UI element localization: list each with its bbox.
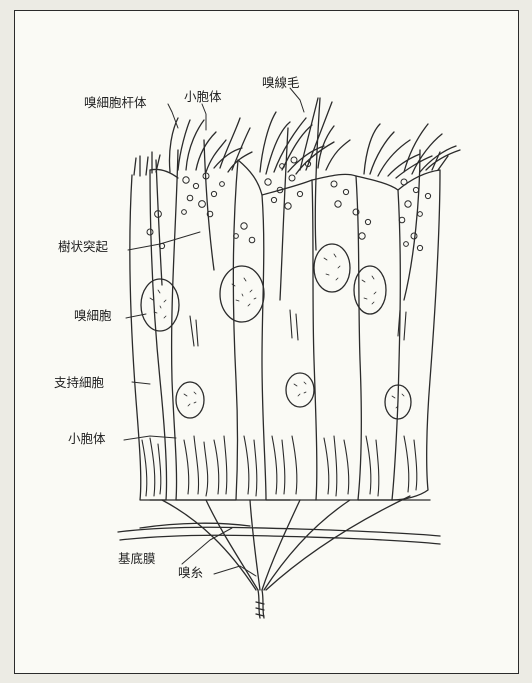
nerve-fibers xyxy=(162,496,410,618)
basement-membrane xyxy=(118,523,440,544)
label-small-granule-bottom: 小胞体 xyxy=(68,432,106,446)
cytoplasm-strands xyxy=(142,310,417,496)
label-basement-membrane: 基底膜 xyxy=(118,552,156,566)
cilia-tufts xyxy=(134,98,460,178)
label-olfactory-cilia: 嗅線毛 xyxy=(262,76,300,90)
label-olfactory-nerve: 嗅糸 xyxy=(178,566,203,580)
label-supporting-cell: 支持細胞 xyxy=(54,376,104,390)
dendrites xyxy=(156,98,420,300)
label-olfactory-rod: 嗅細胞杆体 xyxy=(84,96,147,110)
nuclei xyxy=(141,244,411,419)
label-small-granule-top: 小胞体 xyxy=(184,90,222,104)
cell-outlines xyxy=(130,150,440,500)
label-dendrite: 樹状突起 xyxy=(58,240,108,254)
leader-lines xyxy=(124,88,304,576)
label-olfactory-cell: 嗅細胞 xyxy=(74,309,112,323)
